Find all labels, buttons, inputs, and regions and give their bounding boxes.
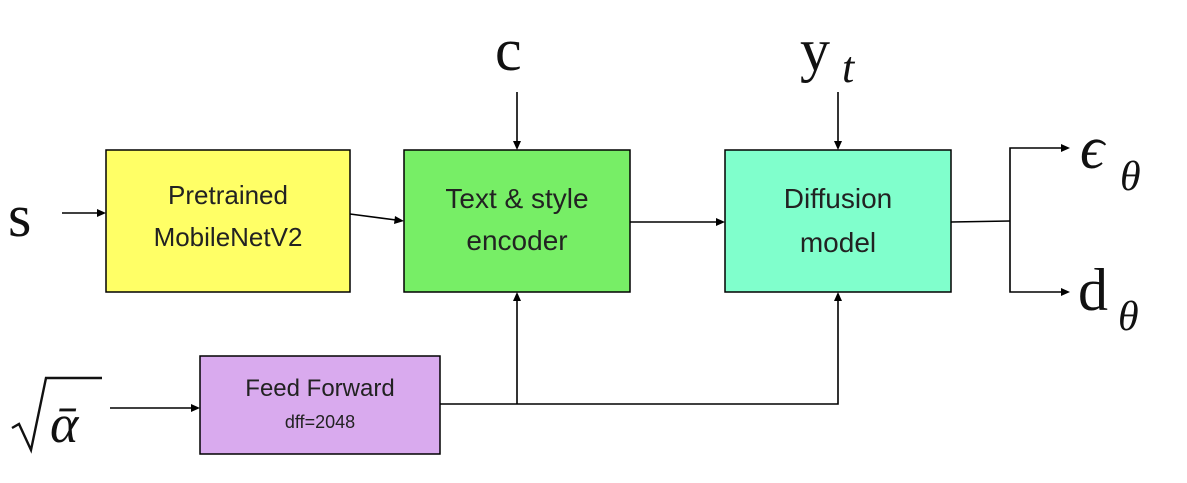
input-c-symbol: c: [495, 17, 522, 83]
encoder-label-line1: Text & style: [445, 183, 588, 214]
input-yt-symbol: y t: [800, 17, 856, 92]
output-epsilon-theta-symbol: ϵ θ: [1080, 115, 1141, 200]
sqrt-alpha-radicand: ᾱ: [50, 394, 80, 454]
arrow-s-to-mobilenet: [62, 209, 106, 217]
diffusion-block: Diffusion model: [724, 149, 952, 293]
mobilenet-block: Pretrained MobileNetV2: [105, 149, 351, 293]
feedforward-label-line2: dff=2048: [285, 412, 355, 432]
diffusion-box: [724, 149, 952, 293]
output-epsilon-base: ϵ: [1080, 115, 1107, 181]
arrow-mobilenet-to-encoder: [349, 213, 404, 224]
input-y-subscript: t: [842, 43, 856, 92]
encoder-block: Text & style encoder: [403, 149, 631, 293]
input-sqrt-alpha-symbol: ᾱ: [11, 376, 102, 454]
encoder-box: [403, 149, 631, 293]
input-s-symbol: s: [8, 183, 31, 249]
arrow-c-to-encoder: [513, 92, 521, 150]
mobilenet-label-line2: MobileNetV2: [154, 222, 303, 252]
feedforward-box: [199, 355, 441, 455]
mobilenet-label-line1: Pretrained: [168, 180, 288, 210]
feedforward-label-line1: Feed Forward: [245, 375, 394, 402]
encoder-label-line2: encoder: [466, 225, 567, 256]
feedforward-block: Feed Forward dff=2048: [199, 355, 441, 455]
input-y-base: y: [800, 17, 830, 83]
sqrt-radical-sign: [11, 376, 102, 454]
output-epsilon-subscript: θ: [1120, 154, 1141, 200]
output-d-base: d: [1078, 257, 1108, 323]
diffusion-label-line2: model: [800, 227, 876, 258]
arrow-yt-to-diffusion: [834, 92, 842, 150]
output-d-subscript: θ: [1118, 294, 1139, 340]
arrow-alpha-to-feedforward: [110, 404, 200, 412]
arrow-feedforward-to-encoder-and-diffusion: [440, 292, 842, 405]
arrow-encoder-to-diffusion: [630, 218, 725, 226]
output-d-theta-symbol: d θ: [1078, 257, 1139, 340]
mobilenet-box: [105, 149, 351, 293]
diffusion-label-line1: Diffusion: [784, 183, 892, 214]
arrow-diffusion-to-outputs: [950, 144, 1070, 296]
